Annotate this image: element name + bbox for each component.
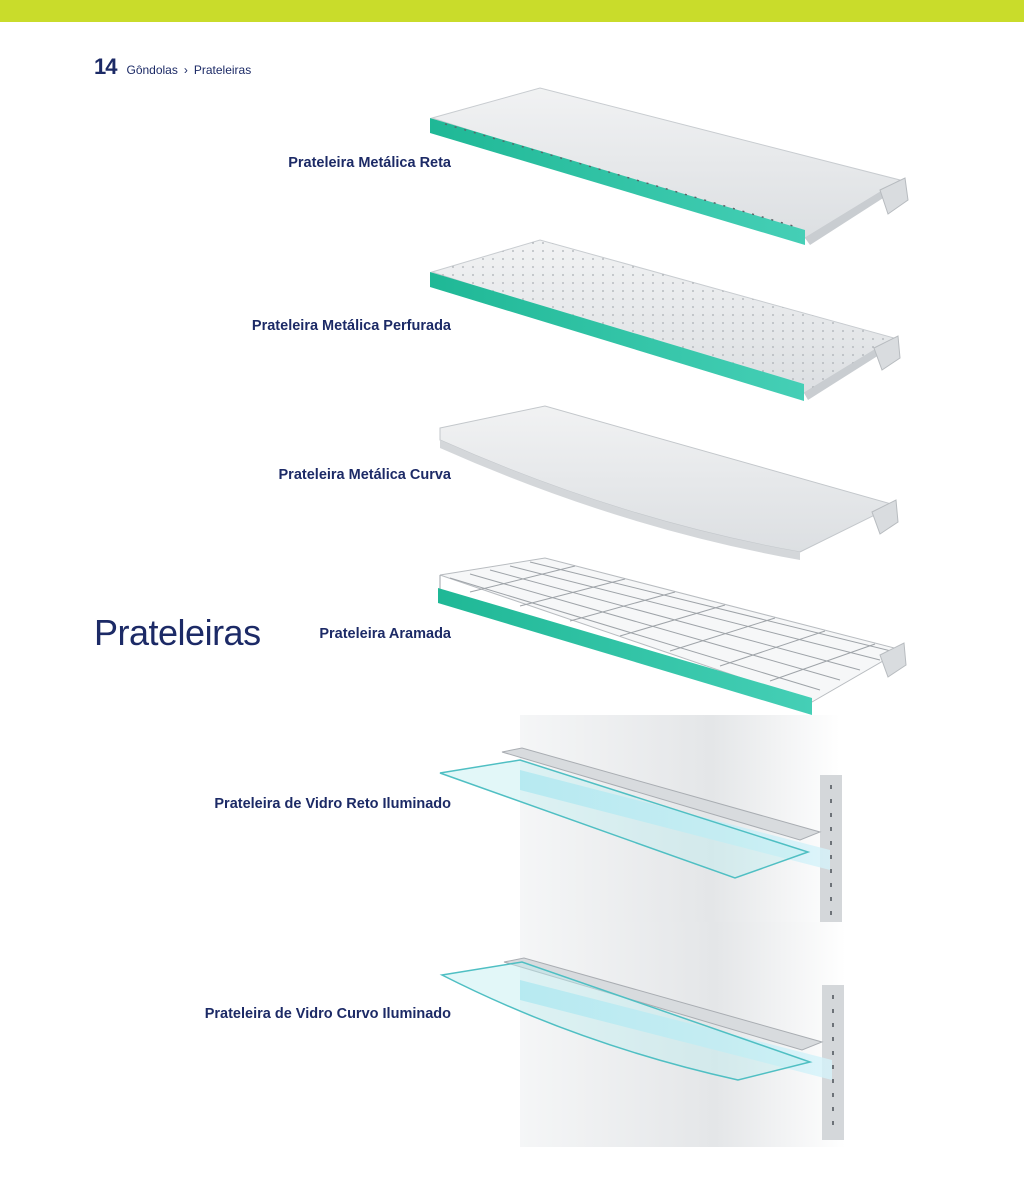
straight-lit-glass-shelf-icon: [439, 715, 842, 935]
label-prateleira-metalica-reta: Prateleira Metálica Reta: [288, 155, 451, 171]
page-number: 14: [94, 54, 118, 79]
shelves-illustration: [430, 87, 909, 1147]
perforated-metal-shelf-icon: [430, 239, 901, 401]
breadcrumb-separator: ›: [183, 63, 188, 77]
breadcrumb-item-gondolas: Gôndolas: [126, 63, 178, 77]
curved-metal-shelf-icon: [439, 405, 899, 560]
label-prateleira-vidro-curvo-iluminado: Prateleira de Vidro Curvo Iluminado: [204, 1006, 451, 1022]
section-title: Prateleiras: [94, 612, 261, 653]
wire-shelf-icon: [438, 557, 907, 715]
label-prateleira-vidro-reto-iluminado: Prateleira de Vidro Reto Iluminado: [214, 796, 451, 812]
curved-lit-glass-shelf-icon: [439, 922, 846, 1147]
label-prateleira-metalica-curva: Prateleira Metálica Curva: [278, 467, 451, 483]
page-header: 14 Gôndolas › Prateleiras: [94, 54, 251, 80]
top-accent-bar: [0, 0, 1024, 22]
label-prateleira-metalica-perfurada: Prateleira Metálica Perfurada: [251, 318, 451, 334]
straight-metal-shelf-icon: [430, 87, 909, 245]
breadcrumb-item-prateleiras: Prateleiras: [193, 63, 252, 77]
label-prateleira-aramada: Prateleira Aramada: [319, 626, 451, 642]
